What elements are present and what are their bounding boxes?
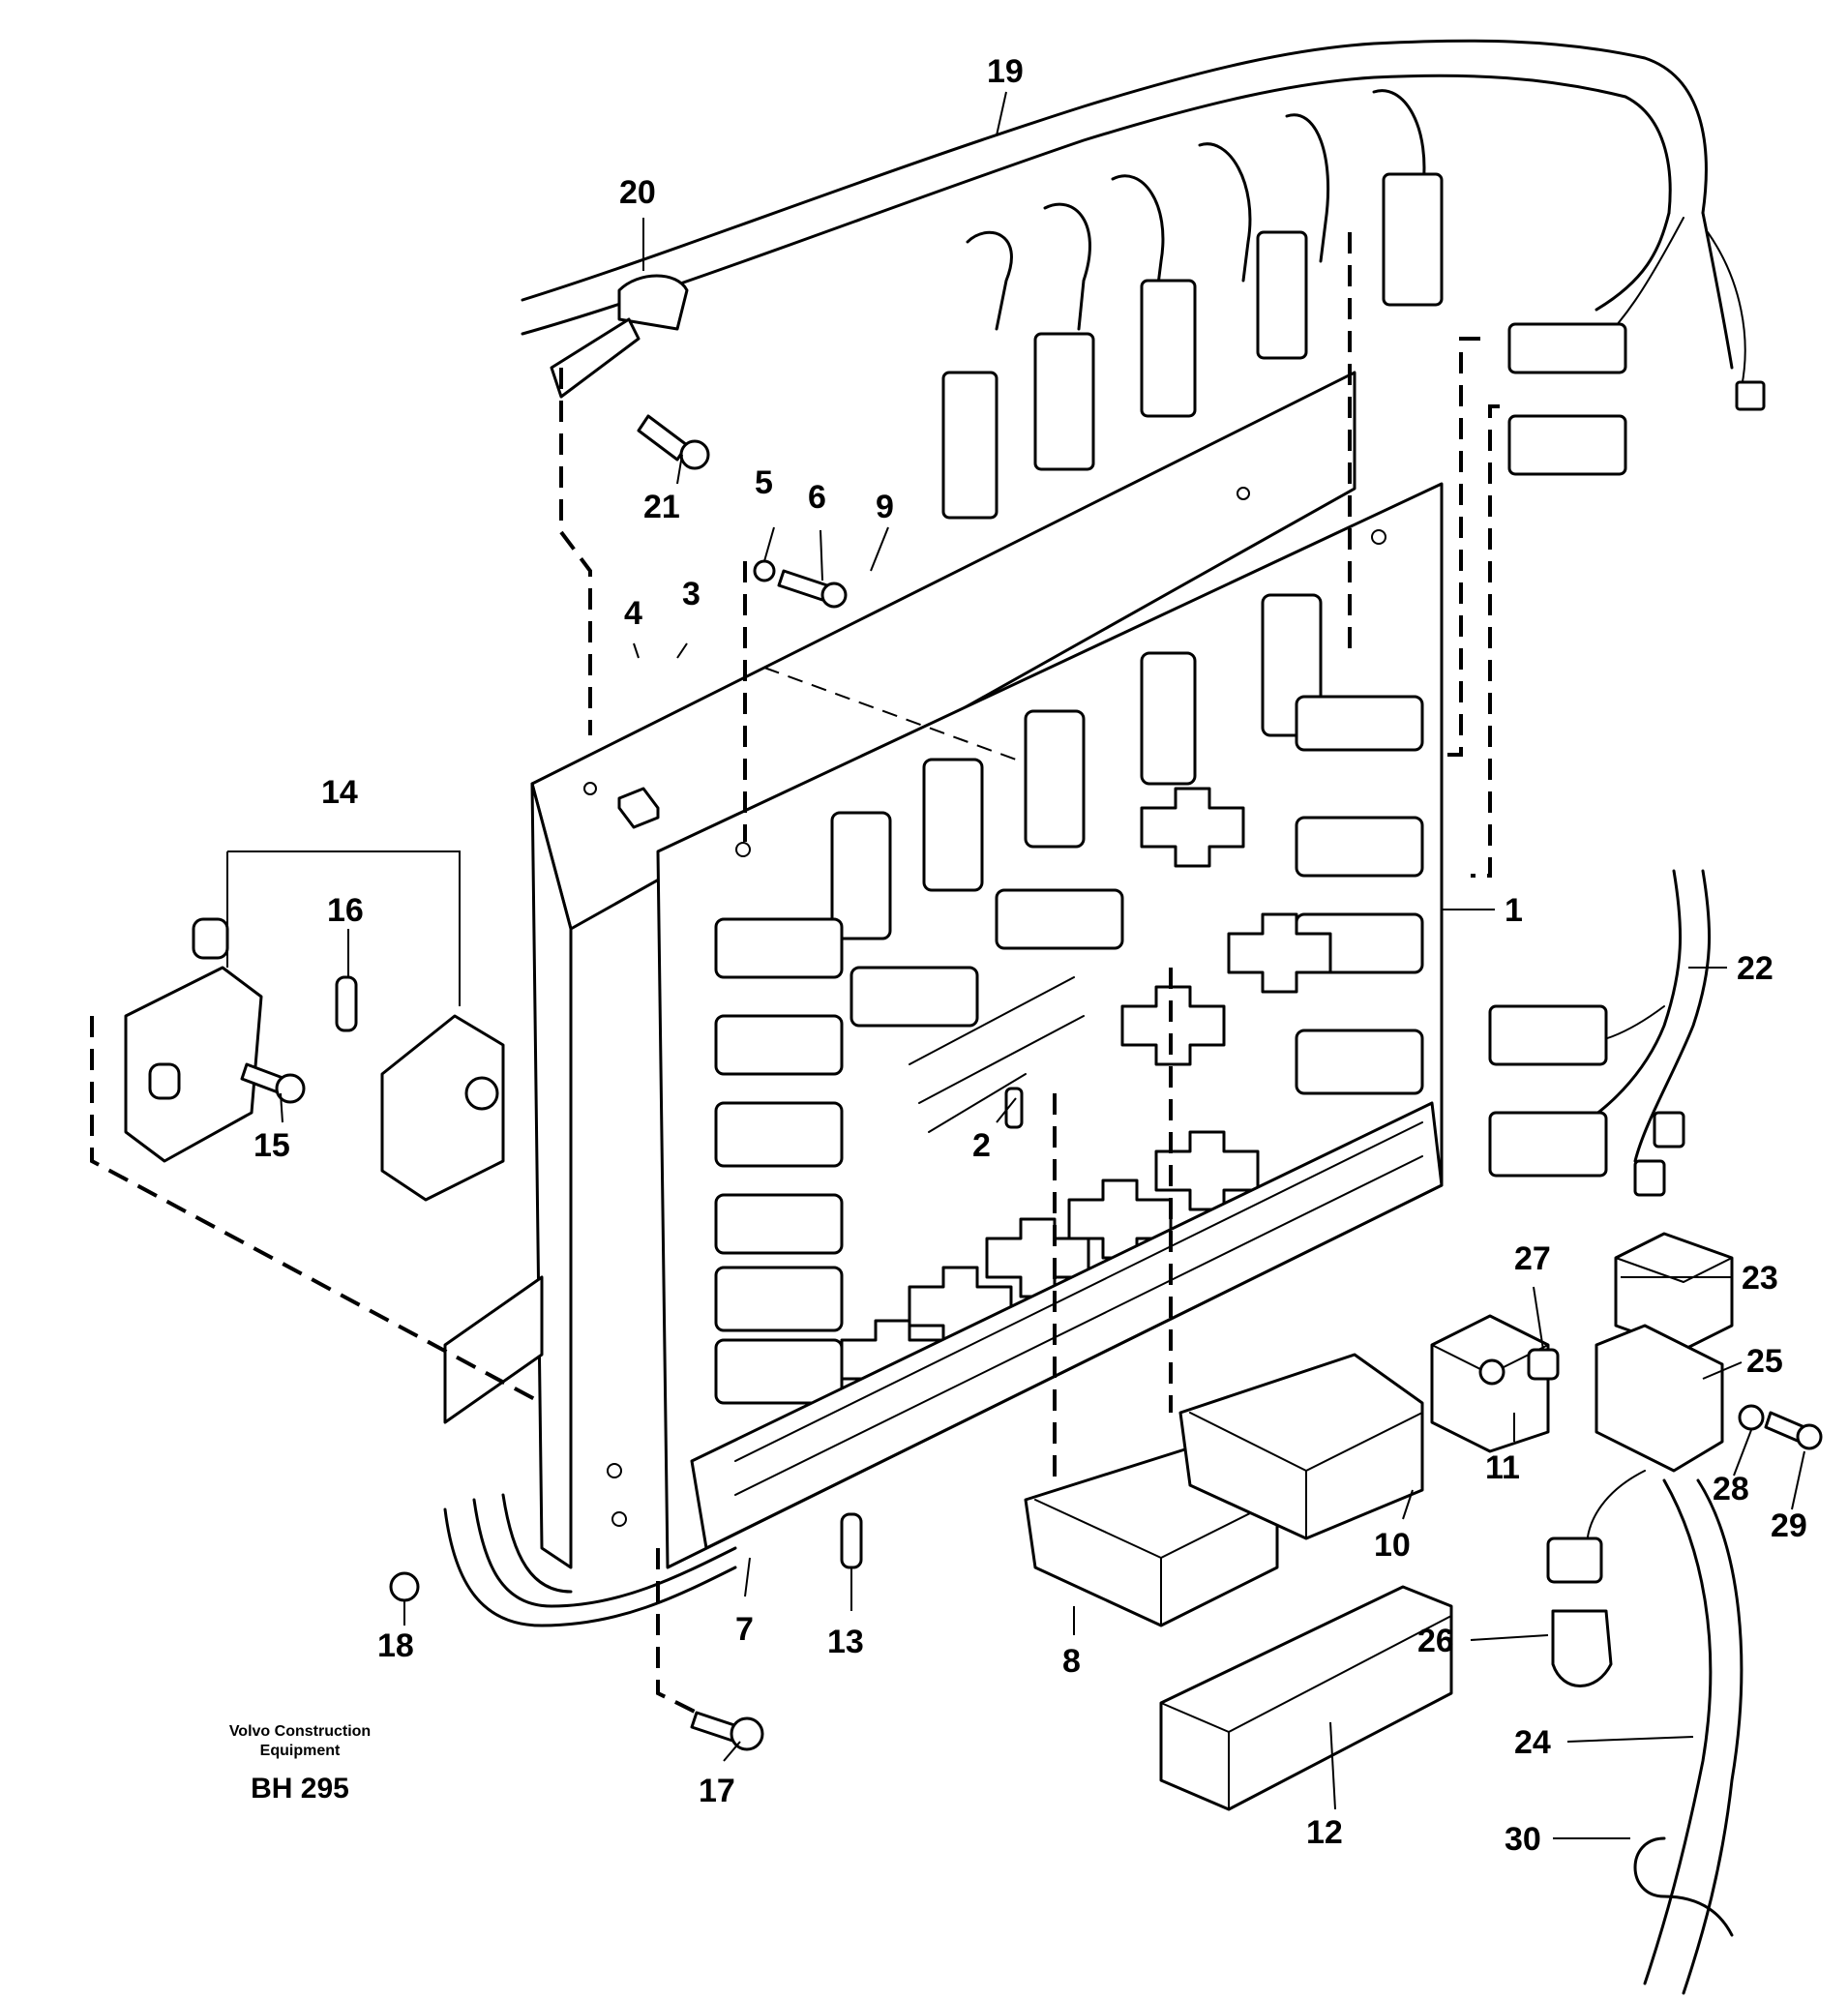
plug-26: [1546, 1537, 1613, 1687]
main-wire-harness: [521, 39, 1746, 388]
relay-23: [1614, 1232, 1734, 1352]
callout-10: 10: [1374, 1527, 1411, 1564]
callout-14: 14: [321, 774, 358, 811]
module-10: [1178, 1353, 1424, 1540]
callout-4: 4: [624, 595, 642, 632]
callout-7: 7: [735, 1611, 754, 1648]
diode-row: [909, 976, 1085, 1133]
callout-25: 25: [1746, 1343, 1783, 1380]
callout-13: 13: [827, 1624, 864, 1660]
spacer-4: [617, 787, 660, 829]
callout-18: 18: [377, 1627, 414, 1664]
callout-24: 24: [1514, 1724, 1551, 1761]
callout-27: 27: [1514, 1240, 1551, 1277]
harness-clamp: [550, 274, 689, 399]
harness-22: [1488, 869, 1712, 1197]
callout-21: 21: [643, 489, 680, 525]
callout-30: 30: [1505, 1821, 1541, 1858]
leader-lines: [226, 91, 1805, 1839]
callout-15: 15: [253, 1127, 290, 1164]
callout-2: 2: [972, 1127, 991, 1164]
callout-22: 22: [1737, 950, 1773, 987]
figure-code: BH 295: [251, 1773, 349, 1805]
cover-12: [1159, 1585, 1453, 1811]
terminal-pin: [840, 1512, 863, 1569]
callout-11: 11: [1485, 1449, 1520, 1486]
callout-23: 23: [1742, 1260, 1778, 1297]
publisher-line-2: Equipment: [259, 1743, 341, 1759]
cable-bundle-7: [443, 1493, 737, 1627]
cable-30: [1633, 1836, 1734, 1937]
callout-3: 3: [682, 576, 700, 612]
callout-labels: 1 2 3 4 5 6 7 8 9 10 11 12 13 14 15 16 1…: [253, 53, 1807, 1858]
figure-caption: Volvo Construction Equipment BH 295: [184, 1722, 416, 1805]
clamp-screw: [637, 414, 710, 470]
fuse-holder-base: [124, 917, 263, 1163]
board-connectors: [714, 593, 1424, 1405]
callout-19: 19: [987, 53, 1024, 90]
callout-9: 9: [876, 489, 894, 525]
relay-bracket: [1595, 1324, 1724, 1473]
callout-1: 1: [1505, 892, 1523, 929]
harness-connectors-top: [941, 172, 1766, 520]
fuse-16: [335, 975, 358, 1032]
callout-12: 12: [1306, 1814, 1343, 1851]
callout-8: 8: [1062, 1643, 1081, 1680]
publisher-line-1: Volvo Construction: [228, 1723, 372, 1740]
fuse-strip: [690, 1101, 1444, 1550]
washer-screw-5-6: [753, 559, 848, 609]
callout-20: 20: [619, 174, 656, 211]
assembly-lines: [90, 232, 1500, 1715]
callout-6: 6: [808, 479, 826, 516]
callout-26: 26: [1417, 1623, 1454, 1659]
callout-17: 17: [699, 1773, 735, 1809]
callout-28: 28: [1713, 1471, 1749, 1507]
grommet-18: [389, 1571, 420, 1602]
fuse-holder-bracket: [443, 1275, 544, 1424]
fuse-holder-cover: [380, 1014, 505, 1202]
callout-29: 29: [1771, 1507, 1807, 1544]
bolt-17: [690, 1711, 764, 1751]
callout-5: 5: [755, 464, 773, 501]
callout-16: 16: [327, 892, 364, 929]
mounting-plate: [530, 371, 1356, 1569]
